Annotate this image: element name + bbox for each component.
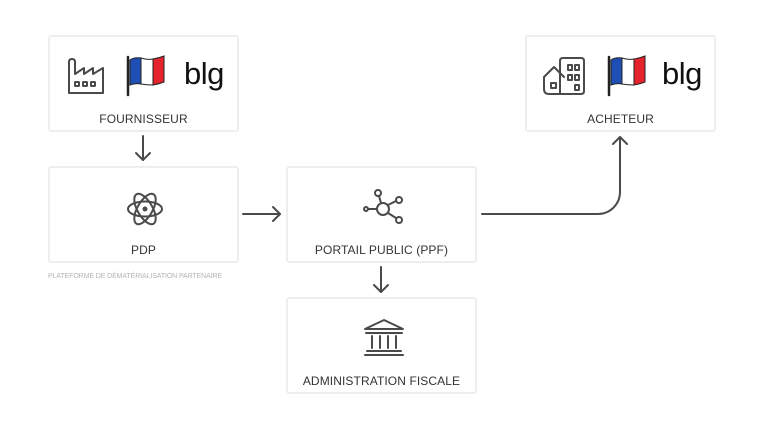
arrow-fournisseur-to-pdp (135, 135, 151, 161)
node-pdp: PDP (48, 166, 239, 263)
node-label: ADMINISTRATION FISCALE (302, 374, 461, 388)
brand-logo-text: blg (662, 56, 702, 91)
arrow-ppf-to-admin (373, 266, 389, 293)
government-building-icon (364, 319, 404, 356)
atom-icon (127, 192, 163, 226)
node-ppf: PORTAIL PUBLIC (PPF) (286, 166, 477, 263)
network-hub-icon (363, 189, 403, 224)
node-acheteur: blg ACHETEUR (525, 35, 716, 132)
france-flag-icon (126, 55, 165, 97)
buildings-icon (543, 57, 585, 95)
node-label: PDP (131, 243, 156, 257)
node-fournisseur: blg FOURNISSEUR (48, 35, 239, 132)
factory-icon (68, 58, 104, 94)
france-flag-icon (607, 55, 646, 97)
brand-logo-text: blg (184, 56, 224, 91)
arrow-pdp-to-ppf (242, 206, 281, 222)
node-label: ACHETEUR (587, 112, 654, 126)
node-administration-fiscale: ADMINISTRATION FISCALE (286, 297, 477, 394)
arrow-ppf-to-acheteur (481, 136, 628, 215)
pdp-sublabel: PLATEFORME DE DÉMATÉRIALISATION PARTENAI… (48, 273, 223, 280)
node-label: FOURNISSEUR (99, 112, 188, 126)
node-label: PORTAIL PUBLIC (PPF) (314, 243, 449, 257)
